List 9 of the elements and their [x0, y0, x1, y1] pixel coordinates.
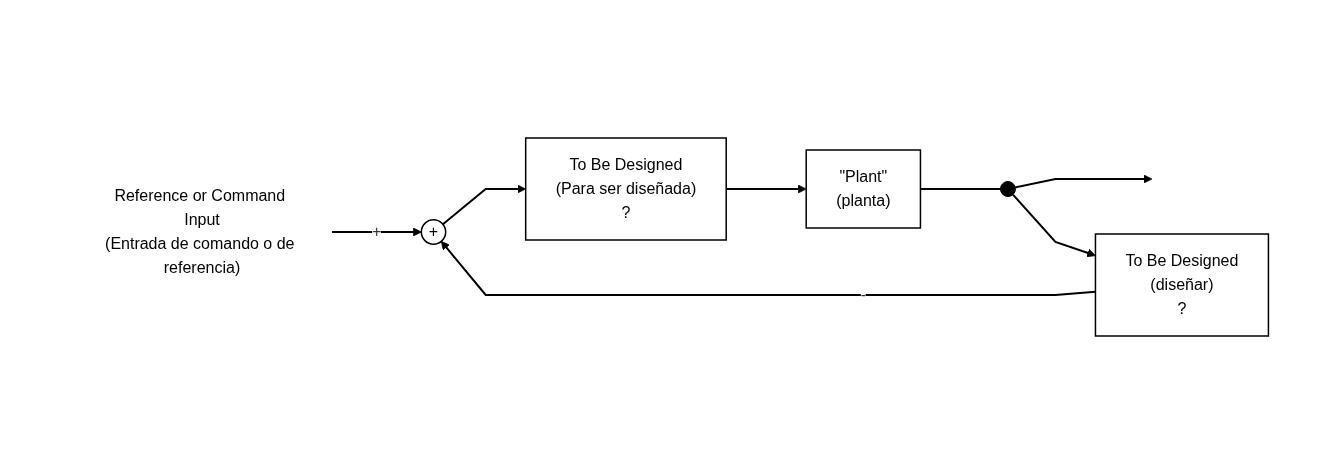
edge-label: - — [860, 285, 867, 303]
node-circle — [1000, 180, 1017, 197]
node-box: To Be Designed (diseñar) ? — [1095, 232, 1270, 337]
edge-label: + — [372, 222, 382, 240]
node-box: "Plant" (planta) — [805, 148, 922, 229]
node-circle: + — [420, 218, 447, 245]
node-box: To Be Designed (Para ser diseñada) ? — [525, 136, 728, 241]
arrow — [1014, 174, 1153, 188]
node-text: Reference or Command Input (Entrada de comando o de referencia) — [105, 186, 295, 276]
